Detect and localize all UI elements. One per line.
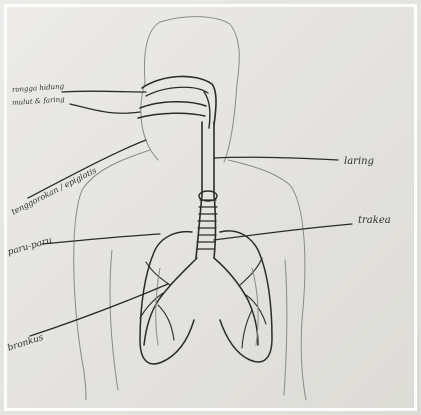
label-trachea: trakea xyxy=(358,215,391,226)
mouth-lower xyxy=(138,113,205,118)
pharynx-back xyxy=(204,92,210,128)
right-arm-line xyxy=(284,260,287,395)
leader-line-nasal xyxy=(62,91,146,92)
leader-line-mouth xyxy=(70,104,140,113)
left-arm-line xyxy=(110,250,118,390)
nasal-cavity xyxy=(142,76,216,125)
left-shoulder xyxy=(74,150,150,400)
leader-line-lung xyxy=(42,234,160,244)
head-outline xyxy=(144,17,239,162)
label-larynx: laring xyxy=(344,156,374,167)
leader-line-larynx xyxy=(214,157,338,160)
left-lung xyxy=(140,232,194,364)
nasal-cavity-inner xyxy=(146,87,208,96)
mouth-upper xyxy=(140,102,206,108)
trachea-right-wall xyxy=(214,122,216,258)
trachea-left-wall xyxy=(196,122,202,258)
right-main-bronchus xyxy=(214,258,258,345)
